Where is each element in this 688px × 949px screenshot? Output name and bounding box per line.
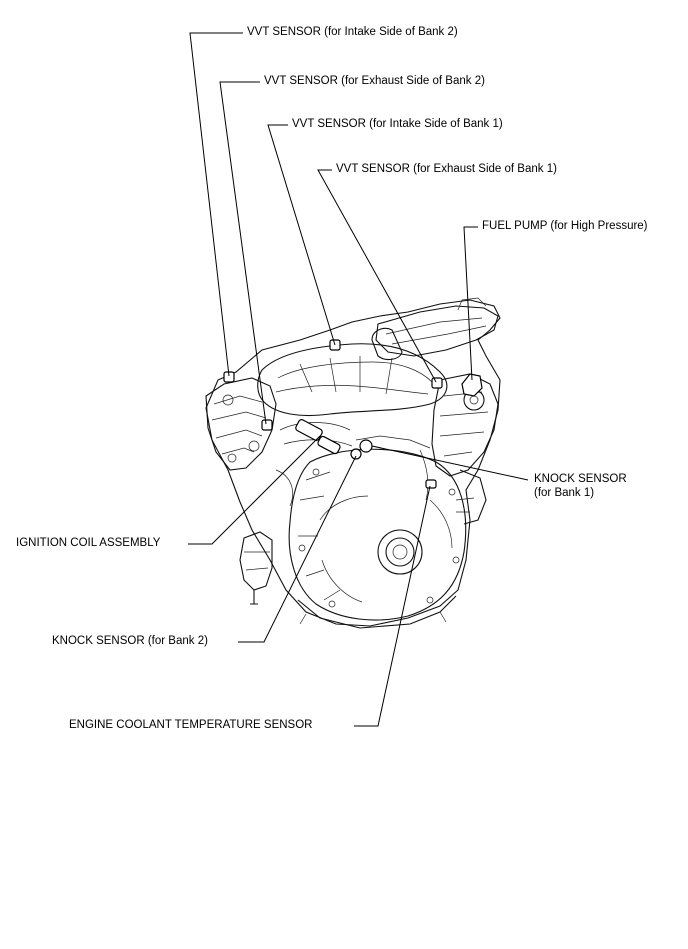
leader-vvt-intake-bank1 xyxy=(267,124,336,346)
label-vvt-sensor-exhaust-bank1: VVT SENSOR (for Exhaust Side of Bank 1) xyxy=(336,163,557,175)
fuel-pump-part xyxy=(461,373,483,397)
ect-sensor-part xyxy=(425,479,437,489)
label-engine-coolant-temperature-sensor: ENGINE COOLANT TEMPERATURE SENSOR xyxy=(69,719,313,731)
leader-lines xyxy=(188,32,529,727)
label-vvt-sensor-exhaust-bank2: VVT SENSOR (for Exhaust Side of Bank 2) xyxy=(264,75,485,87)
leader-vvt-exhaust-bank1 xyxy=(317,169,437,383)
label-knock-sensor-bank1: KNOCK SENSOR (for Bank 1) xyxy=(534,473,627,499)
leader-knock-bank2 xyxy=(238,455,357,643)
leader-ect-sensor xyxy=(354,485,431,727)
leader-vvt-intake-bank2 xyxy=(189,32,243,377)
label-vvt-sensor-intake-bank2: VVT SENSOR (for Intake Side of Bank 2) xyxy=(247,26,458,38)
label-knock-sensor-bank2: KNOCK SENSOR (for Bank 2) xyxy=(52,635,208,647)
knock-sensor-bank2-part xyxy=(350,448,362,460)
label-vvt-sensor-intake-bank1: VVT SENSOR (for Intake Side of Bank 1) xyxy=(292,118,503,130)
leader-vvt-exhaust-bank2 xyxy=(219,81,267,425)
leader-ignition-coil xyxy=(188,435,321,545)
vvt-sensor-exhaust-bank1-part xyxy=(431,377,443,389)
leader-knock-bank1 xyxy=(371,445,529,481)
leader-fuel-pump xyxy=(463,226,478,381)
vvt-sensor-exhaust-bank2-part xyxy=(261,419,273,431)
knock-sensor-bank1-part xyxy=(359,439,373,453)
label-ignition-coil-assembly: IGNITION COIL ASSEMBLY xyxy=(16,537,161,549)
label-fuel-pump: FUEL PUMP (for High Pressure) xyxy=(482,220,648,232)
